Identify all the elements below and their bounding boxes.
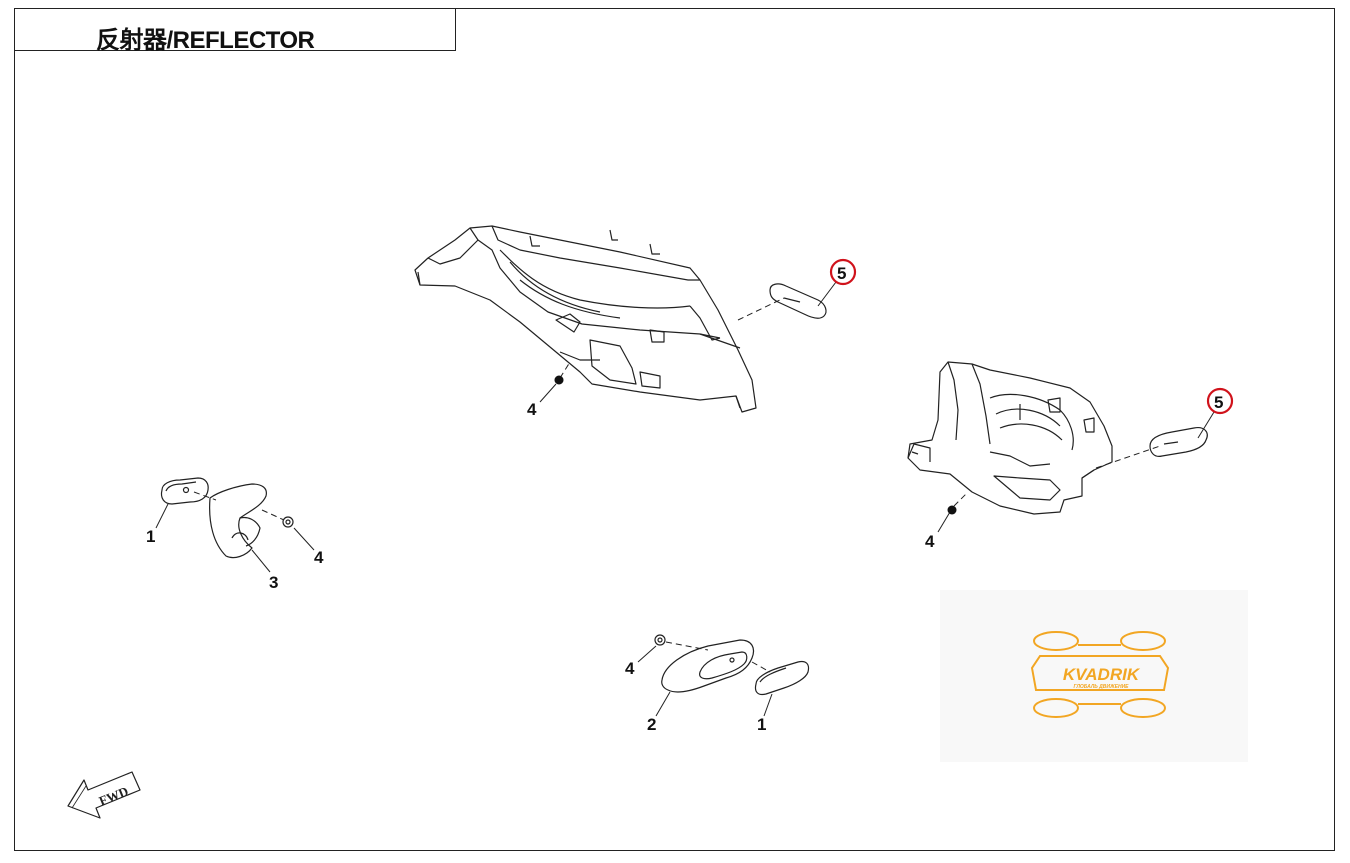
callout-4-top: 4 [527,400,537,419]
watermark-tagline: ГЛОБАЛЬ ДВИЖЕНИЕ [1073,684,1129,690]
left-reflector-group [160,477,294,559]
page-title: 反射器/REFLECTOR [96,27,315,54]
callout-4-bottom: 4 [625,659,635,678]
drawing-frame [14,8,1335,851]
callout-5-right: 5 [1214,393,1223,412]
callout-5-top: 5 [837,264,846,283]
callout-4-right: 4 [925,532,935,551]
callout-1-bottom: 1 [757,715,766,734]
highlight-circle-right [1206,387,1234,415]
nut-top [554,375,564,385]
fwd-arrow: FWD [67,771,141,819]
kvadrik-watermark: KVADRIK ГЛОБАЛЬ ДВИЖЕНИЕ [940,590,1248,762]
callout-2-bottom: 2 [647,715,656,734]
right-bracket-assembly [907,361,1113,515]
callout-1-left: 1 [146,527,155,546]
bottom-reflector-group [654,634,810,696]
title-box: 反射器/REFLECTOR [14,8,456,54]
rear-bracket-assembly [414,225,757,413]
assembly-dashed-lines [193,297,1161,673]
watermark-brand: KVADRIK [1063,665,1141,684]
highlight-circle-top [829,258,857,286]
callout-leaders [155,281,1215,717]
reflector-5-top [769,283,827,319]
nut-right [947,505,957,515]
reflector-5-right [1149,427,1208,457]
callout-3-left: 3 [269,573,278,592]
callout-4-left: 4 [314,548,324,567]
